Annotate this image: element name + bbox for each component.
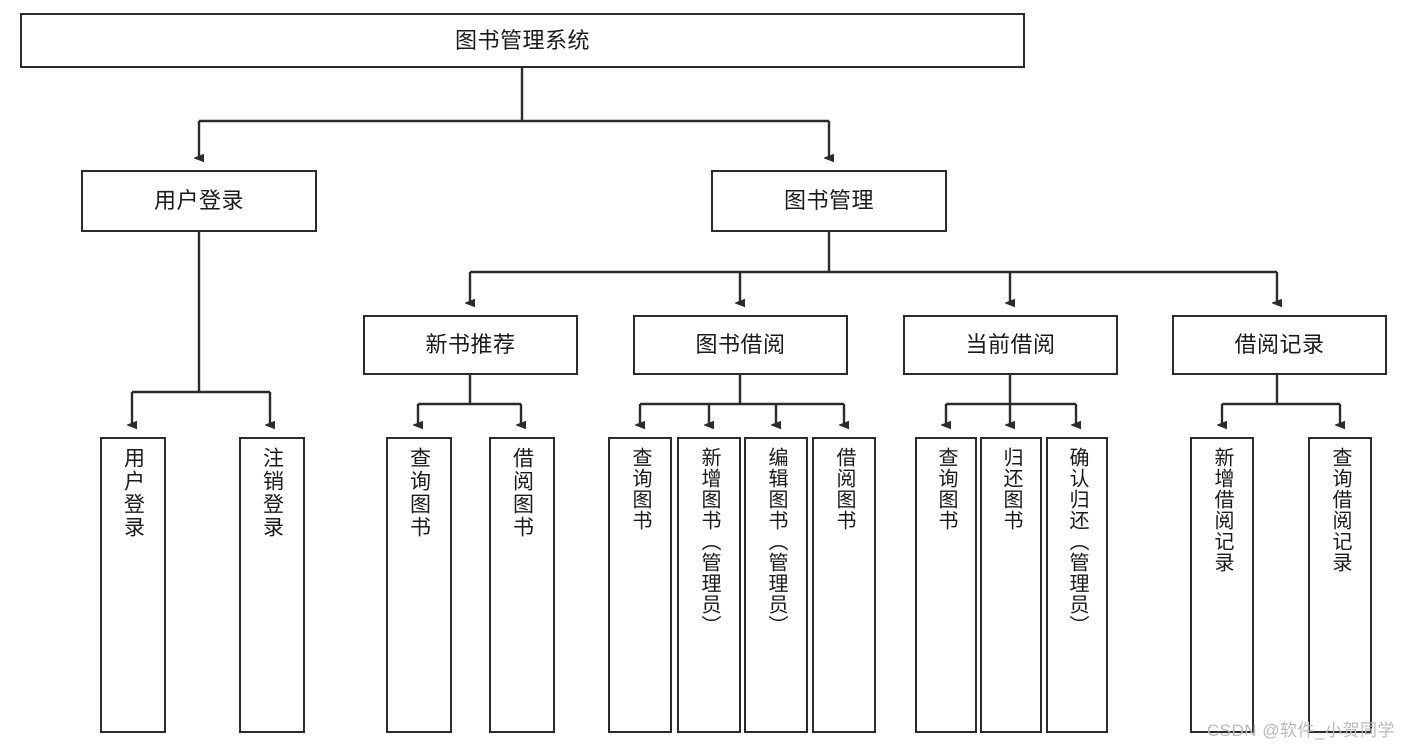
leaf-logout-login[interactable]: 注销登录 <box>239 437 305 733</box>
leaf-borrow-book-recommend[interactable]: 借阅图书 <box>489 437 555 733</box>
node-label: 借阅图书 <box>510 447 534 539</box>
leaf-confirm-return-admin[interactable]: 确认归还（管理员） <box>1046 437 1108 733</box>
leaf-return-book[interactable]: 归还图书 <box>980 437 1042 733</box>
node-label: 新书推荐 <box>425 332 516 358</box>
node-label: 当前借阅 <box>965 332 1056 358</box>
node-new-book-recommend[interactable]: 新书推荐 <box>363 315 578 375</box>
node-borrow-record[interactable]: 借阅记录 <box>1172 315 1387 375</box>
node-label: 查询借阅记录 <box>1329 447 1351 573</box>
leaf-query-book-recommend[interactable]: 查询图书 <box>386 437 452 733</box>
watermark-text: CSDN @软件_小贺同学 <box>1206 721 1395 740</box>
node-label: 查询图书 <box>935 447 957 531</box>
node-label: 归还图书 <box>1000 447 1022 531</box>
node-label: 查询图书 <box>407 447 431 539</box>
node-label: 借阅图书 <box>833 447 855 531</box>
node-label: 图书借阅 <box>695 332 786 358</box>
node-current-borrow[interactable]: 当前借阅 <box>903 315 1118 375</box>
node-label: 图书管理 <box>783 188 874 214</box>
leaf-add-book-admin[interactable]: 新增图书（管理员） <box>677 437 741 733</box>
node-label: 用户登录 <box>153 188 244 214</box>
node-label: 新增图书（管理员） <box>698 447 720 636</box>
node-label: 注销登录 <box>260 447 284 539</box>
leaf-query-book-current[interactable]: 查询图书 <box>915 437 977 733</box>
leaf-edit-book-admin[interactable]: 编辑图书（管理员） <box>744 437 808 733</box>
node-label: 新增借阅记录 <box>1211 447 1233 573</box>
node-user-login[interactable]: 用户登录 <box>81 170 317 232</box>
node-label: 编辑图书（管理员） <box>765 447 787 636</box>
node-book-management[interactable]: 图书管理 <box>711 170 947 232</box>
leaf-user-login[interactable]: 用户登录 <box>100 437 166 733</box>
node-label: 图书管理系统 <box>454 27 590 53</box>
node-label: 借阅记录 <box>1234 332 1325 358</box>
leaf-borrow-book[interactable]: 借阅图书 <box>812 437 876 733</box>
leaf-query-book-borrow[interactable]: 查询图书 <box>608 437 672 733</box>
node-label: 确认归还（管理员） <box>1066 447 1088 636</box>
leaf-query-borrow-record[interactable]: 查询借阅记录 <box>1308 437 1372 733</box>
leaf-add-borrow-record[interactable]: 新增借阅记录 <box>1190 437 1254 733</box>
node-label: 用户登录 <box>121 447 145 539</box>
node-root-book-management-system[interactable]: 图书管理系统 <box>20 13 1025 68</box>
node-book-borrow[interactable]: 图书借阅 <box>633 315 848 375</box>
node-label: 查询图书 <box>629 447 651 531</box>
